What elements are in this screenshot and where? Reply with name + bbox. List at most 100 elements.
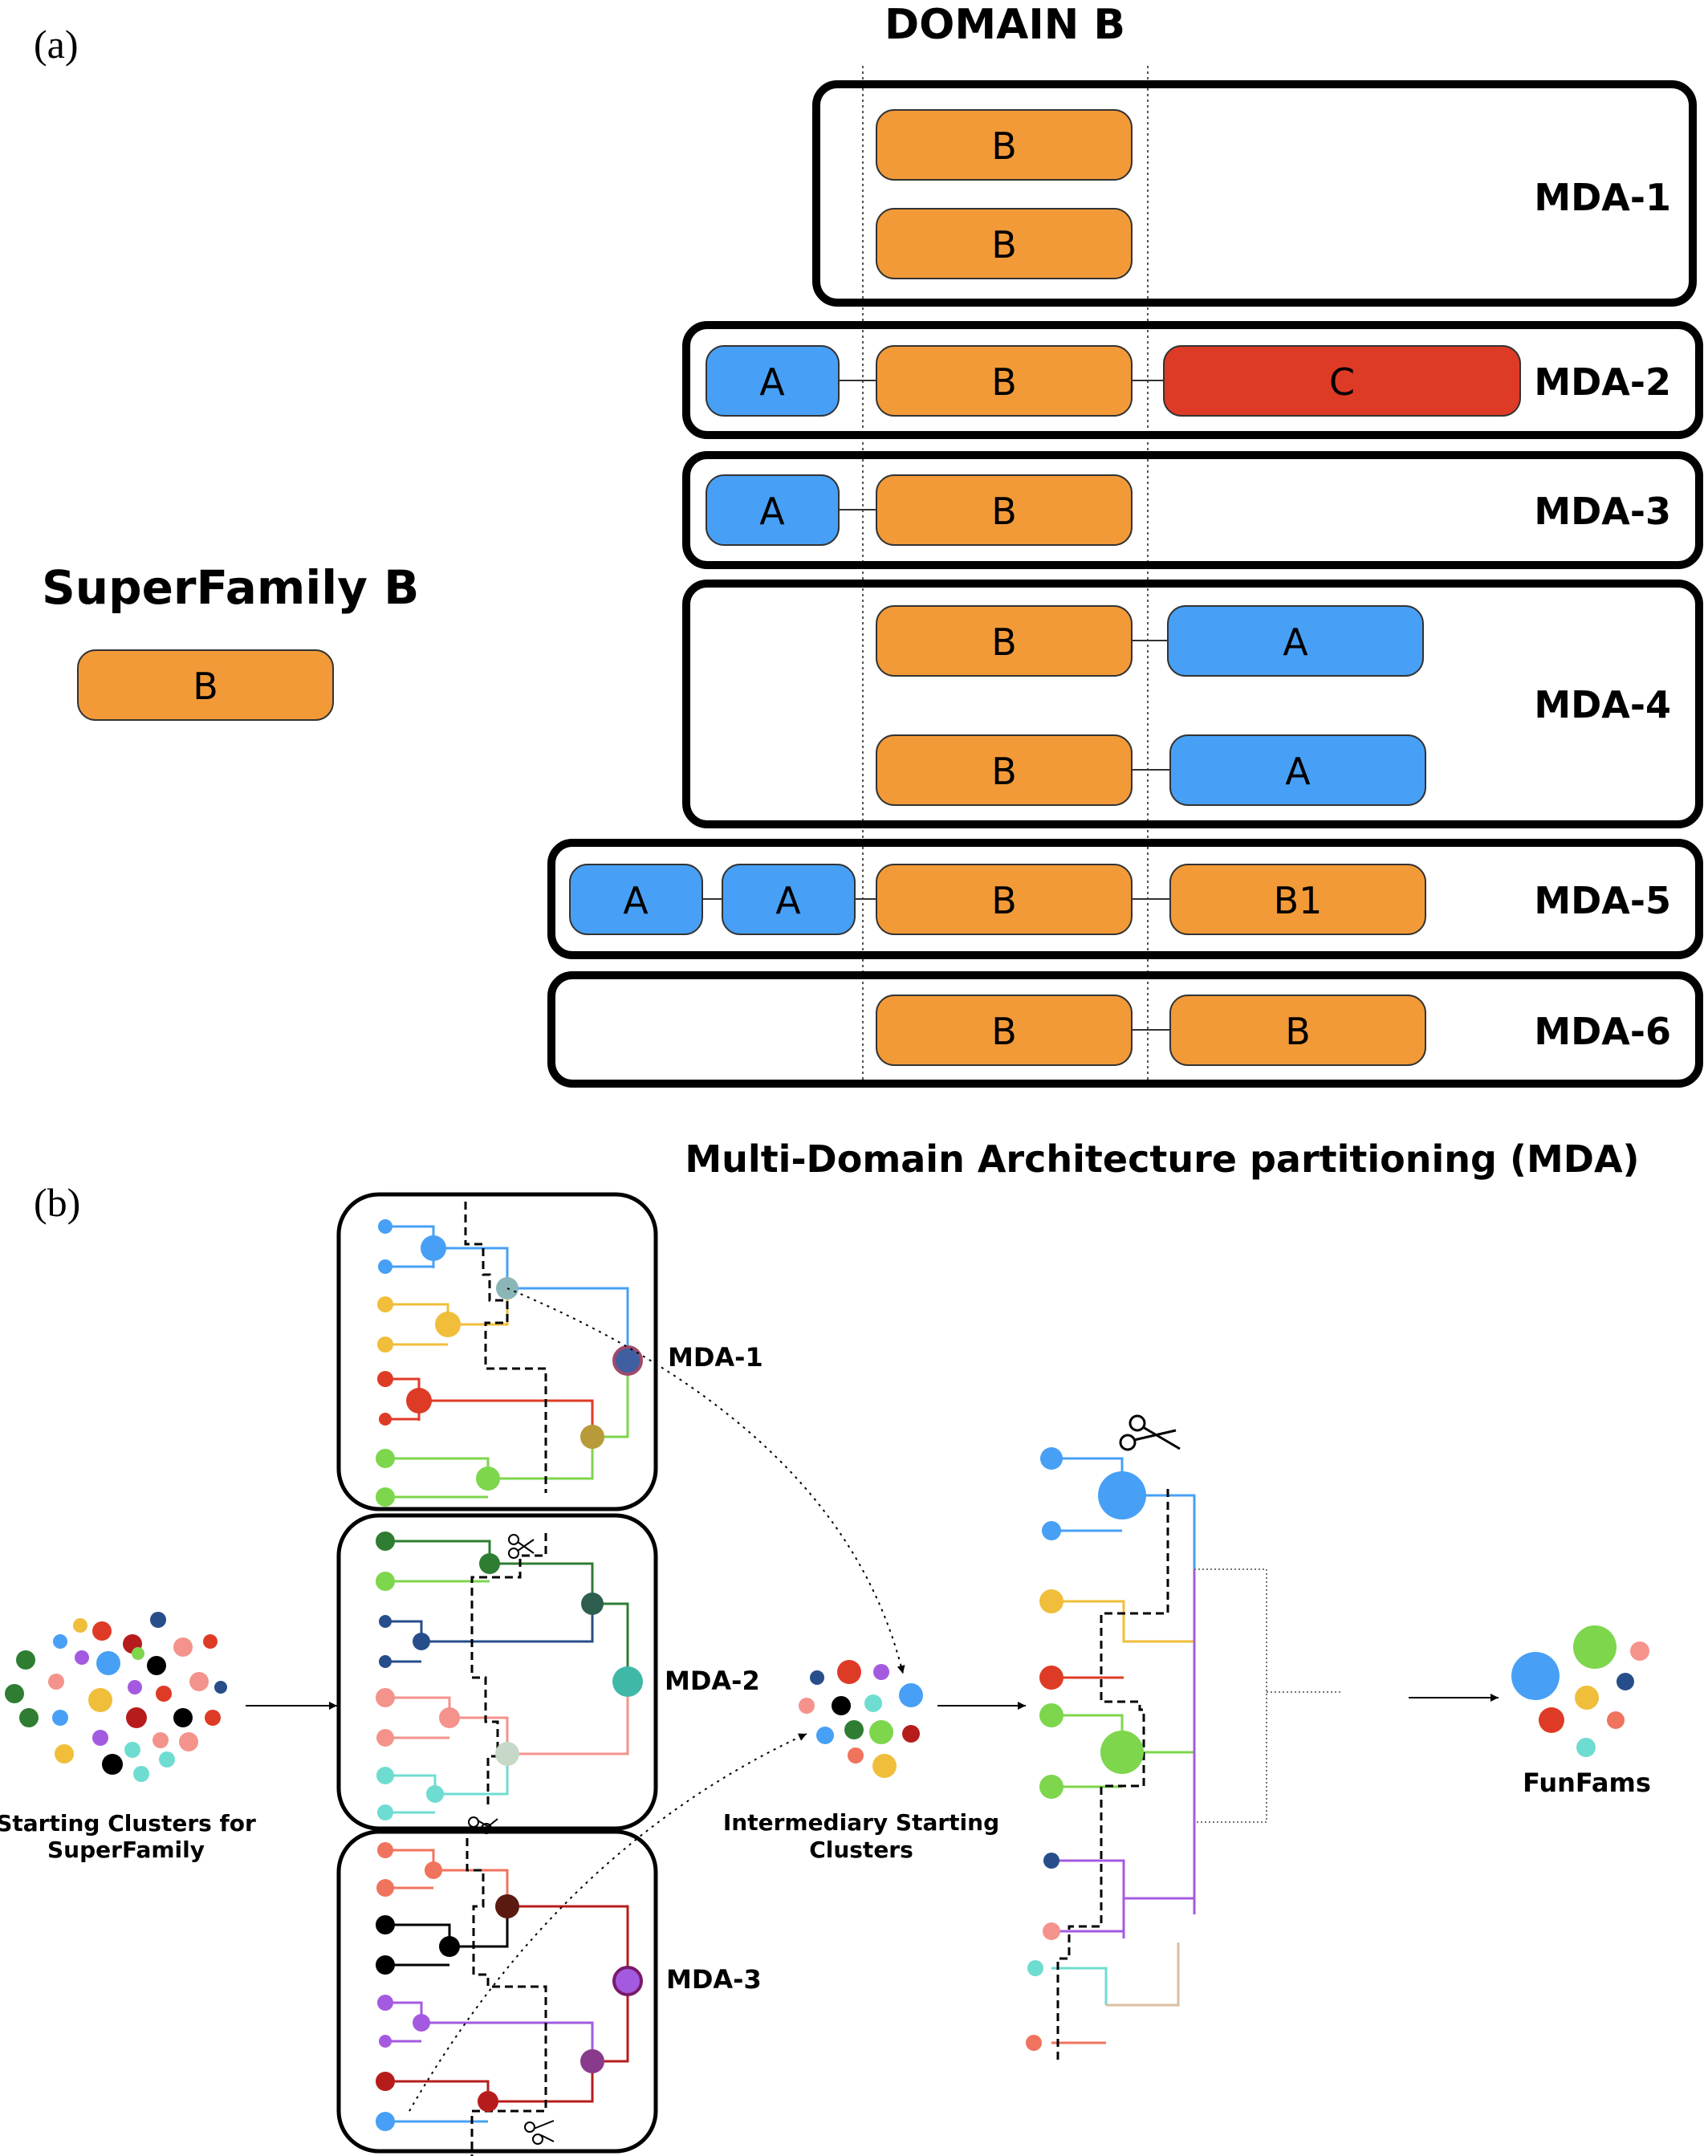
tree-label-mda-1: MDA-1 [668, 1342, 763, 1373]
cluster-dot [16, 1650, 35, 1670]
cluster-dot [189, 1672, 209, 1691]
domain-block-label: A [1285, 750, 1311, 793]
cluster-dot [147, 1656, 166, 1675]
tree-box-mda-2 [336, 1513, 658, 1831]
starting-clusters [5, 1612, 227, 1782]
cluster-dot [92, 1621, 112, 1641]
funfams-label: FunFams [1523, 1768, 1651, 1798]
cluster-dot [126, 1707, 147, 1728]
cluster-dot [48, 1674, 64, 1690]
domain-block [706, 474, 840, 546]
mda-group-box [547, 971, 1703, 1088]
domain-block [1169, 995, 1426, 1066]
domain-block-label: B1 [1274, 879, 1323, 922]
merged-tree [1051, 1457, 1340, 2060]
scissors-icon [508, 1534, 535, 1559]
cluster-dot [52, 1710, 68, 1726]
domain-block-label: A [775, 879, 801, 922]
domain-block [876, 605, 1133, 677]
cluster-dot [203, 1634, 218, 1649]
domain-block [876, 109, 1133, 181]
cluster-dot [214, 1681, 227, 1694]
mda-group-1: B B MDA-1 [812, 80, 1697, 307]
mda-group-box [812, 80, 1697, 307]
mda-caption: Multi-Domain Architecture partitioning (… [685, 1137, 1639, 1181]
cluster-dot [152, 1732, 169, 1748]
domain-block-label: B [991, 124, 1017, 168]
panel-a-label: (a) [34, 22, 79, 67]
domain-block [1167, 605, 1424, 677]
mda-group-box [682, 580, 1703, 828]
cluster-dot [88, 1688, 112, 1712]
cluster-dot [75, 1650, 89, 1665]
cluster-dot [205, 1710, 221, 1726]
cluster-dot [19, 1708, 39, 1727]
cluster-dot [156, 1686, 172, 1702]
mda-group-3: A B MDA-3 [682, 451, 1703, 569]
cluster-dot [132, 1647, 144, 1660]
tree-mda-2 [385, 1533, 629, 1814]
domain-block-label: B [1285, 1010, 1311, 1053]
domain-block [1169, 864, 1426, 935]
domain-block-label: B [991, 1010, 1017, 1053]
cluster-dot [55, 1744, 74, 1763]
tree-mda-3-nodes [376, 1842, 643, 2131]
merged-tree-nodes [1026, 1447, 1146, 2051]
cluster-dot [96, 1651, 120, 1675]
domain-block [1163, 345, 1521, 417]
mda-group-label: MDA-3 [1534, 490, 1671, 533]
domain-block-label: C [1329, 360, 1355, 404]
cluster-dot [5, 1684, 24, 1703]
cluster-dot [150, 1612, 166, 1628]
scissors-icon [1119, 1414, 1181, 1451]
intermediary-label-line2: Clusters [809, 1837, 913, 1863]
mda-group-label: MDA-2 [1534, 360, 1671, 404]
domain-block-label: A [623, 879, 649, 922]
domain-block [876, 864, 1133, 935]
mda-group-6: B B MDA-6 [547, 971, 1703, 1088]
domain-block [876, 345, 1133, 417]
cluster-dot [173, 1637, 193, 1657]
mda-group-box [682, 321, 1703, 439]
domain-block [876, 208, 1133, 279]
domain-block-label: A [759, 490, 785, 533]
mda-group-label: MDA-4 [1534, 683, 1671, 726]
domain-block-label: B [991, 879, 1017, 922]
domain-block-label: B [991, 750, 1017, 793]
mda-group-label: MDA-1 [1534, 176, 1671, 219]
mda-group-box [682, 451, 1703, 569]
mda-group-label: MDA-5 [1534, 879, 1671, 922]
domain-block-label: B [991, 620, 1017, 664]
domain-block-label: B [991, 223, 1017, 266]
cluster-dot [133, 1766, 149, 1782]
domain-block [1169, 734, 1426, 806]
cluster-dot [179, 1732, 198, 1751]
domain-block [876, 995, 1133, 1066]
domain-block-label: A [759, 360, 785, 404]
mda-group-box [547, 839, 1703, 959]
panel-b-label: (b) [34, 1180, 80, 1225]
dotted-arrow-mda-3 [409, 1733, 807, 2112]
domain-block [876, 734, 1133, 806]
tree-mda-2-nodes [376, 1532, 643, 1820]
cluster-dot [159, 1751, 175, 1768]
cluster-dot [53, 1634, 67, 1649]
starting-clusters-label-line1: Starting Clusters for [0, 1810, 256, 1837]
superfamily-domain-label: B [193, 665, 218, 708]
domain-block [706, 345, 840, 417]
domain-block-label: B [991, 490, 1017, 533]
domain-b-title: DOMAIN B [885, 1, 1125, 49]
superfamily-domain-block [77, 649, 334, 721]
domain-block-label: A [1283, 620, 1308, 664]
domain-block [722, 864, 856, 935]
mda-group-5: A A B B1 MDA-5 [547, 839, 1703, 959]
scissors-icon [524, 2120, 555, 2145]
tree-label-mda-3: MDA-3 [666, 1964, 762, 1995]
domain-block [569, 864, 703, 935]
cluster-dot [128, 1680, 142, 1694]
mda-group-label: MDA-6 [1534, 1010, 1671, 1053]
intermediary-clusters [799, 1660, 923, 1778]
cluster-dot [102, 1754, 123, 1775]
cluster-dot [73, 1618, 87, 1633]
